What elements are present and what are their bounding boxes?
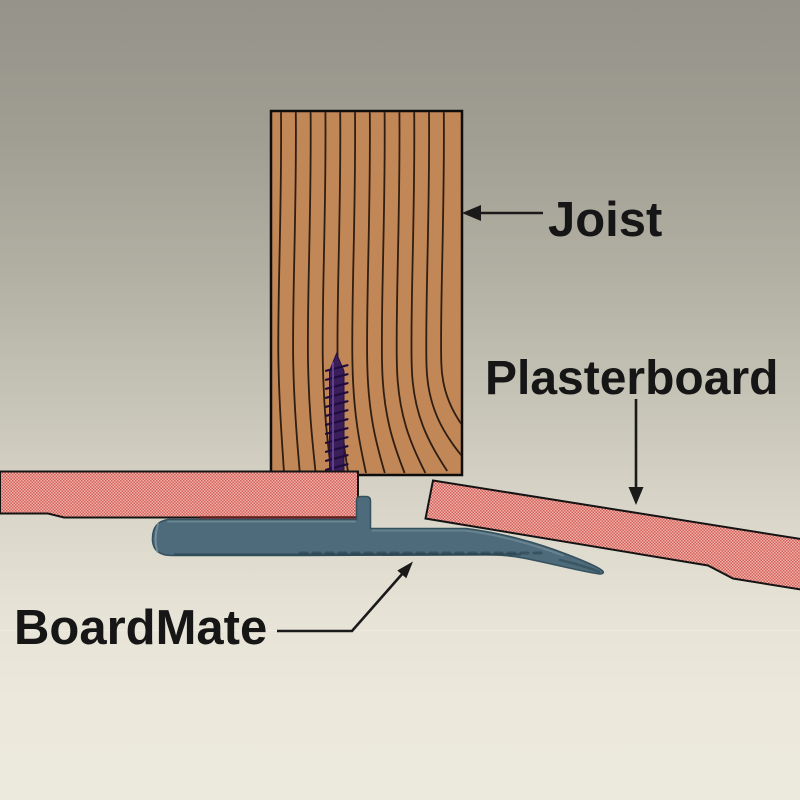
wood-grain	[277, 112, 461, 474]
boardmate-clip-graphic	[151, 495, 605, 575]
boardmate-label: BoardMate	[14, 601, 268, 655]
boardmate-arrow-icon	[277, 561, 413, 633]
plasterboard-right-graphic	[424, 479, 800, 591]
plasterboard-left-graphic	[0, 470, 359, 519]
annotation-arrows	[277, 205, 644, 633]
screw-graphic	[324, 352, 349, 475]
clip-edge-highlights	[154, 520, 601, 574]
joist-graphic	[269, 109, 464, 477]
joist-arrow-icon	[462, 205, 543, 221]
background-seam	[0, 630, 800, 631]
plasterboard-arrow-icon	[628, 399, 644, 505]
screw-threads	[324, 364, 349, 471]
plasterboard-label: Plasterboard	[485, 352, 779, 405]
joist-label: Joist	[548, 193, 663, 247]
clip-shadow	[200, 516, 358, 521]
joist-body	[269, 109, 464, 477]
